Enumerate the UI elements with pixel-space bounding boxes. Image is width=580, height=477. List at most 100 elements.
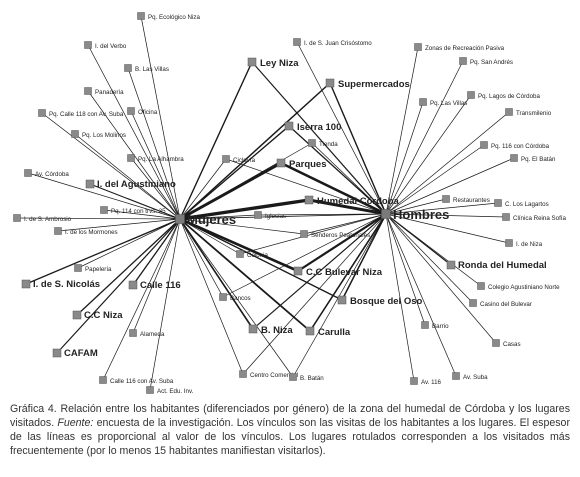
node-senderos-peatonales: [300, 230, 308, 238]
node-i-del-agustiniano: [85, 179, 95, 189]
caption-text-2: encuesta de la investigación. Los víncul…: [10, 417, 570, 457]
edge-hombres-humedal-cordoba: [308, 198, 387, 216]
node-label-humedal-cordoba: Humedal Córdoba: [317, 196, 400, 207]
edge-mujeres-b-batan: [179, 218, 294, 378]
node-label-cafam: CAFAM: [64, 348, 98, 359]
edge-mujeres-cafam: [56, 218, 181, 354]
node-label-zonas-recreacion: Zonas de Recreación Pasiva: [425, 45, 505, 52]
edge-mujeres-carulla: [179, 218, 311, 332]
edge-mujeres-b-niza: [179, 218, 254, 330]
edge-mujeres-ciclovia: [179, 158, 227, 220]
node-b-las-villas: [124, 64, 132, 72]
node-label-ronda-del-humedal: Ronda del Humedal: [458, 260, 547, 271]
edge-mujeres-bancos: [179, 218, 224, 298]
edge-hombres-parques: [280, 161, 387, 216]
edge-hombres-centro-comercial: [242, 213, 387, 375]
node-cafam: [52, 348, 62, 358]
edge-mujeres-i-del-verbo: [87, 44, 181, 220]
node-calle-116-suba: [99, 376, 107, 384]
edge-hombres-zonas-recreacion: [385, 46, 419, 215]
node-iglesias: [254, 211, 262, 219]
hub-mujeres: [175, 214, 185, 224]
node-carulla: [305, 326, 315, 336]
edge-hombres-ley-niza: [251, 61, 387, 215]
node-bosque-del-oso: [337, 295, 347, 305]
edge-hombres-iserra-100: [288, 125, 387, 215]
node-i-de-los-mormones: [54, 227, 62, 235]
node-label-oficina: Oficina: [138, 109, 158, 116]
node-label-act-edu-inv: Act. Edu. Inv.: [157, 388, 194, 395]
node-label-bancos: Bancos: [230, 295, 251, 302]
node-label-colonia: Colonia: [247, 252, 269, 259]
edge-hombres-b-niza: [252, 213, 387, 330]
node-pq-116-cordoba: [480, 141, 488, 149]
node-label-pq-san-andres: Pq. San Andrés: [470, 59, 513, 66]
edge-hombres-c-los-lagartos: [385, 202, 499, 215]
edge-hombres-av-116: [385, 213, 415, 382]
edge-hombres-supermercados: [329, 82, 387, 215]
node-c-los-lagartos: [494, 199, 502, 207]
node-label-pq-la-alhambra: Pq. La Alhambra: [138, 156, 184, 163]
node-label-pq-los-molinos: Pq. Los Molinos: [82, 132, 126, 139]
node-label-pq-calle-118: Pq. Calle 118 con Av. Suba: [49, 111, 124, 118]
node-label-cc-bulevar-niza: C.C Bulevar Niza: [306, 267, 383, 278]
edge-hombres-iglesias: [257, 213, 387, 216]
node-pq-san-andres: [459, 57, 467, 65]
edge-hombres-pq-lagos-cordoba: [385, 94, 472, 215]
node-label-restaurantes: Restaurantes: [453, 197, 490, 204]
node-iserra-100: [284, 121, 294, 131]
edge-mujeres-pq-la-alhambra: [130, 157, 181, 220]
edge-hombres-barrio: [385, 213, 426, 326]
node-label-transmilenio: Transmilenio: [516, 110, 552, 117]
node-label-colegio-agustiniano-norte: Colegio Agustiniano Norte: [488, 284, 560, 291]
edge-hombres-restaurantes: [385, 198, 447, 215]
node-label-centro-comercial: Centro Comercial: [250, 372, 298, 379]
edge-mujeres-b-las-villas: [127, 67, 181, 220]
hub-hombres: [381, 209, 391, 219]
edge-mujeres-oficina: [130, 110, 181, 220]
node-label-cc-niza: C.C Niza: [84, 310, 123, 321]
node-colonia: [236, 250, 244, 258]
edge-hombres-bosque-del-oso: [341, 213, 387, 301]
edge-hombres-casas: [385, 213, 497, 344]
node-label-av-cordoba: Av. Córdoba: [35, 171, 69, 178]
node-label-iglesias: Iglesias: [265, 213, 286, 220]
node-label-iserra-100: Iserra 100: [297, 122, 341, 133]
node-calle-116: [128, 280, 138, 290]
edge-mujeres-senderos-peatonales: [179, 218, 305, 235]
node-b-batan: [289, 373, 297, 381]
node-label-alameda: Alameda: [140, 331, 165, 338]
edge-mujeres-papeleria: [77, 218, 181, 269]
edge-mujeres-centro-comercial: [179, 218, 244, 375]
node-label-c-los-lagartos: C. Los Lagartos: [505, 201, 549, 208]
edge-mujeres-humedal-cordoba: [179, 198, 310, 221]
edge-hombres-senderos-peatonales: [303, 213, 387, 235]
node-pq-las-villas: [419, 98, 427, 106]
node-b-niza: [248, 324, 258, 334]
edge-mujeres-pq-114: [103, 209, 181, 220]
node-label-ciclovia: Ciclovía: [233, 157, 256, 164]
edge-mujeres-alameda: [132, 218, 181, 334]
edge-hombres-pq-el-batan: [385, 157, 515, 215]
edge-mujeres-iserra-100: [179, 125, 290, 220]
node-colegio-agustiniano-norte: [477, 282, 485, 290]
node-label-pq-ecologico-niza: Pq. Ecológico Niza: [148, 14, 200, 21]
edge-hombres-transmilenio: [385, 111, 510, 215]
edge-mujeres-i-del-agustiniano: [89, 183, 181, 220]
edge-mujeres-i-de-s-nicolas: [25, 218, 181, 285]
edge-hombres-casino-del-bulevar: [385, 213, 474, 304]
node-supermercados: [325, 78, 335, 88]
node-bancos: [219, 293, 227, 301]
edge-mujeres-bosque-del-oso: [179, 218, 343, 301]
node-label-ley-niza: Ley Niza: [260, 58, 299, 69]
node-casas: [492, 339, 500, 347]
node-label-av-116: Av. 116: [421, 379, 442, 386]
edge-mujeres-act-edu-inv: [149, 218, 181, 391]
node-label-i-de-niza: I. de Niza: [516, 241, 543, 248]
edge-hombres-i-de-s-juan: [296, 41, 387, 215]
node-pq-114: [100, 206, 108, 214]
node-i-de-niza: [505, 239, 513, 247]
